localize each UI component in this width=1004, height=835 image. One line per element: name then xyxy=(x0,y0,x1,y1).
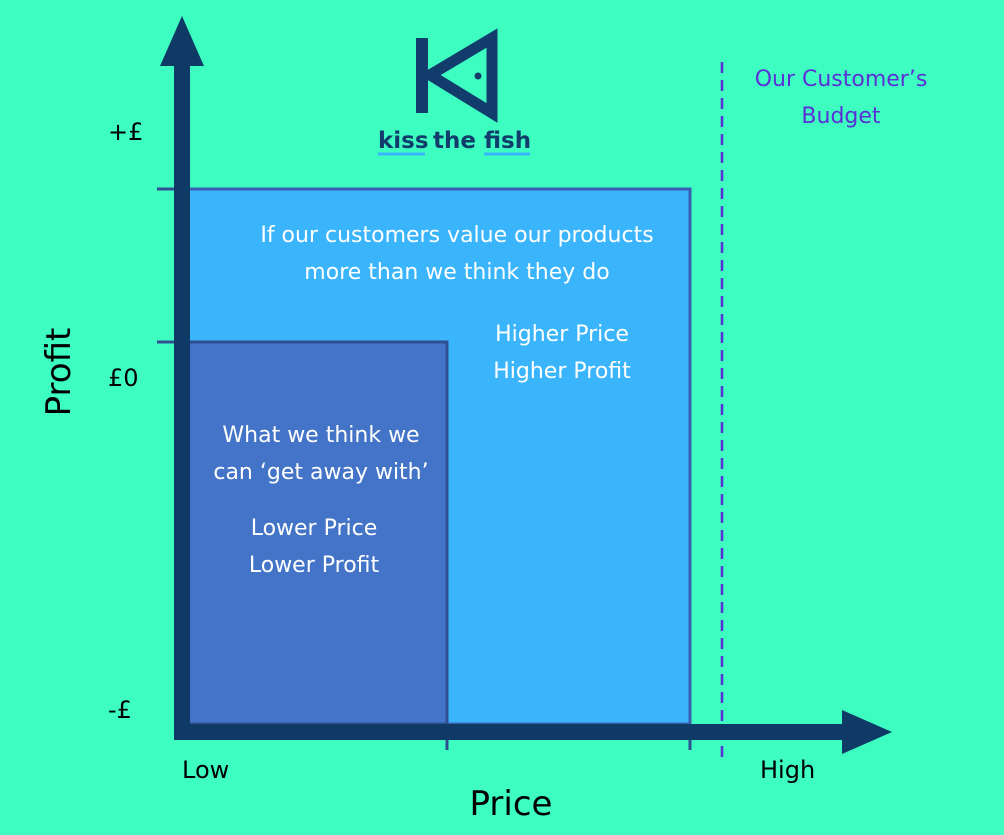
inner-box-line2: can ‘get away with’ xyxy=(213,460,428,485)
y-axis-arrow xyxy=(160,16,204,66)
x-axis-title: Price xyxy=(470,784,553,824)
logo-word-fish: fish xyxy=(484,128,531,154)
inner-box-line3: Lower Price xyxy=(251,516,378,541)
kiss-the-fish-logo: kiss the fish xyxy=(378,28,531,156)
outer-box-line1: If our customers value our products xyxy=(260,223,653,248)
budget-label-line2: Budget xyxy=(801,104,881,129)
x-label-high: High xyxy=(760,756,815,784)
inner-box-line1: What we think we xyxy=(222,423,419,448)
logo-fish-outline xyxy=(419,28,498,123)
logo-word-the: the xyxy=(433,128,476,154)
outer-box-line3: Higher Price xyxy=(495,322,629,347)
budget-label-line1: Our Customer’s xyxy=(755,67,928,92)
inner-box-line4: Lower Profit xyxy=(249,553,380,578)
inner-box xyxy=(180,340,449,726)
y-tick-label-plus: +£ xyxy=(108,118,143,146)
x-label-low: Low xyxy=(182,756,229,784)
logo-word-kiss: kiss xyxy=(378,128,429,154)
y-tick-label-minus: -£ xyxy=(108,696,132,724)
outer-box-line2: more than we think they do xyxy=(304,260,609,285)
x-axis-arrow xyxy=(842,710,892,754)
outer-box-line4: Higher Profit xyxy=(493,359,631,384)
logo-fish-eye xyxy=(474,72,482,80)
y-axis-title: Profit xyxy=(39,328,79,417)
y-tick-label-zero: £0 xyxy=(108,364,139,392)
